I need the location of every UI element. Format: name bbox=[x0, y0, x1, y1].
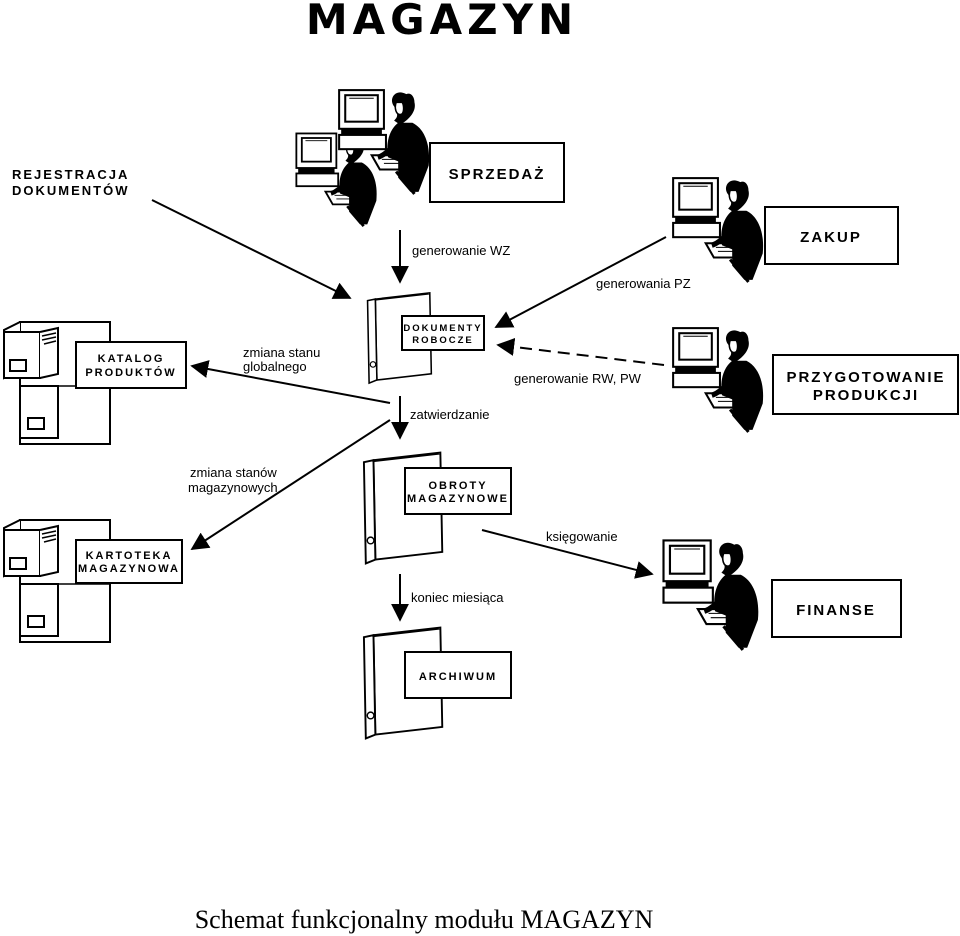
edge-label-stan-globalny: zmiana stanu globalnego bbox=[243, 345, 320, 374]
node-finanse: FINANSE bbox=[771, 579, 902, 638]
svg-text:MAGAZYNOWE: MAGAZYNOWE bbox=[407, 493, 509, 505]
node-obroty: OBROTY MAGAZYNOWE bbox=[404, 467, 512, 515]
node-rejestracja: REJESTRACJA DOKUMENTÓW bbox=[12, 167, 130, 198]
svg-text:OBROTY: OBROTY bbox=[428, 480, 487, 492]
edge-label-koniec-miesiaca: koniec miesiąca bbox=[411, 590, 504, 605]
arrow-obroty-finanse bbox=[481, 529, 654, 579]
svg-text:KATALOG: KATALOG bbox=[98, 353, 165, 365]
svg-text:ZAKUP: ZAKUP bbox=[800, 229, 862, 246]
svg-text:PRODUKTÓW: PRODUKTÓW bbox=[85, 366, 176, 379]
svg-text:magazynowych: magazynowych bbox=[188, 480, 278, 495]
node-sprzedaz: SPRZEDAŻ bbox=[429, 142, 565, 203]
figure-caption: Schemat funkcjonalny modułu MAGAZYN bbox=[195, 905, 654, 934]
edge-label-pz: generowania PZ bbox=[596, 276, 691, 291]
node-kartoteka: KARTOTEKA MAGAZYNOWA bbox=[75, 539, 183, 584]
arrow-dokumenty-katalog bbox=[190, 360, 391, 404]
edge-label-ksiegowanie: księgowanie bbox=[546, 529, 618, 544]
svg-text:KARTOTEKA: KARTOTEKA bbox=[86, 550, 173, 562]
svg-text:DOKUMENTY: DOKUMENTY bbox=[403, 323, 482, 334]
svg-text:MAGAZYNOWA: MAGAZYNOWA bbox=[78, 563, 180, 575]
svg-text:zmiana stanów: zmiana stanów bbox=[190, 465, 277, 480]
workstation-icon bbox=[664, 540, 759, 649]
node-archiwum: ARCHIWUM bbox=[404, 651, 512, 699]
node-dokumenty: DOKUMENTY ROBOCZE bbox=[401, 315, 485, 351]
svg-text:SPRZEDAŻ: SPRZEDAŻ bbox=[449, 166, 546, 183]
workstation-icon bbox=[673, 328, 763, 432]
edge-label-stany-magazynowe: zmiana stanów magazynowych bbox=[188, 465, 278, 495]
arrow-zakup-dokumenty bbox=[494, 236, 667, 328]
svg-text:PRODUKCJI: PRODUKCJI bbox=[813, 387, 919, 404]
node-przygotowanie: PRZYGOTOWANIE PRODUKCJI bbox=[772, 354, 959, 415]
node-zakup: ZAKUP bbox=[764, 206, 899, 265]
svg-text:ROBOCZE: ROBOCZE bbox=[412, 335, 474, 346]
workstation-pair-icon bbox=[296, 90, 429, 226]
page-title: MAGAZYN bbox=[306, 0, 578, 44]
node-katalog: KATALOG PRODUKTÓW bbox=[75, 341, 187, 389]
edge-label-zatwierdzanie: zatwierdzanie bbox=[410, 407, 490, 422]
svg-text:globalnego: globalnego bbox=[243, 359, 307, 374]
svg-text:FINANSE: FINANSE bbox=[796, 602, 876, 619]
edge-label-wz: generowanie WZ bbox=[412, 243, 510, 258]
svg-text:zmiana stanu: zmiana stanu bbox=[243, 345, 320, 360]
workstation-icon bbox=[673, 178, 763, 282]
svg-text:DOKUMENTÓW: DOKUMENTÓW bbox=[12, 183, 130, 198]
edge-label-rw-pw: generowanie RW, PW bbox=[514, 371, 642, 386]
svg-text:ARCHIWUM: ARCHIWUM bbox=[419, 671, 497, 683]
arrow-dokumenty-kartoteka bbox=[190, 419, 391, 550]
arrow-przygotowanie-dokumenty bbox=[496, 338, 665, 366]
svg-text:PRZYGOTOWANIE: PRZYGOTOWANIE bbox=[786, 369, 945, 386]
arrow-rejestracja-dokumenty bbox=[151, 199, 352, 299]
svg-text:REJESTRACJA: REJESTRACJA bbox=[12, 167, 129, 182]
